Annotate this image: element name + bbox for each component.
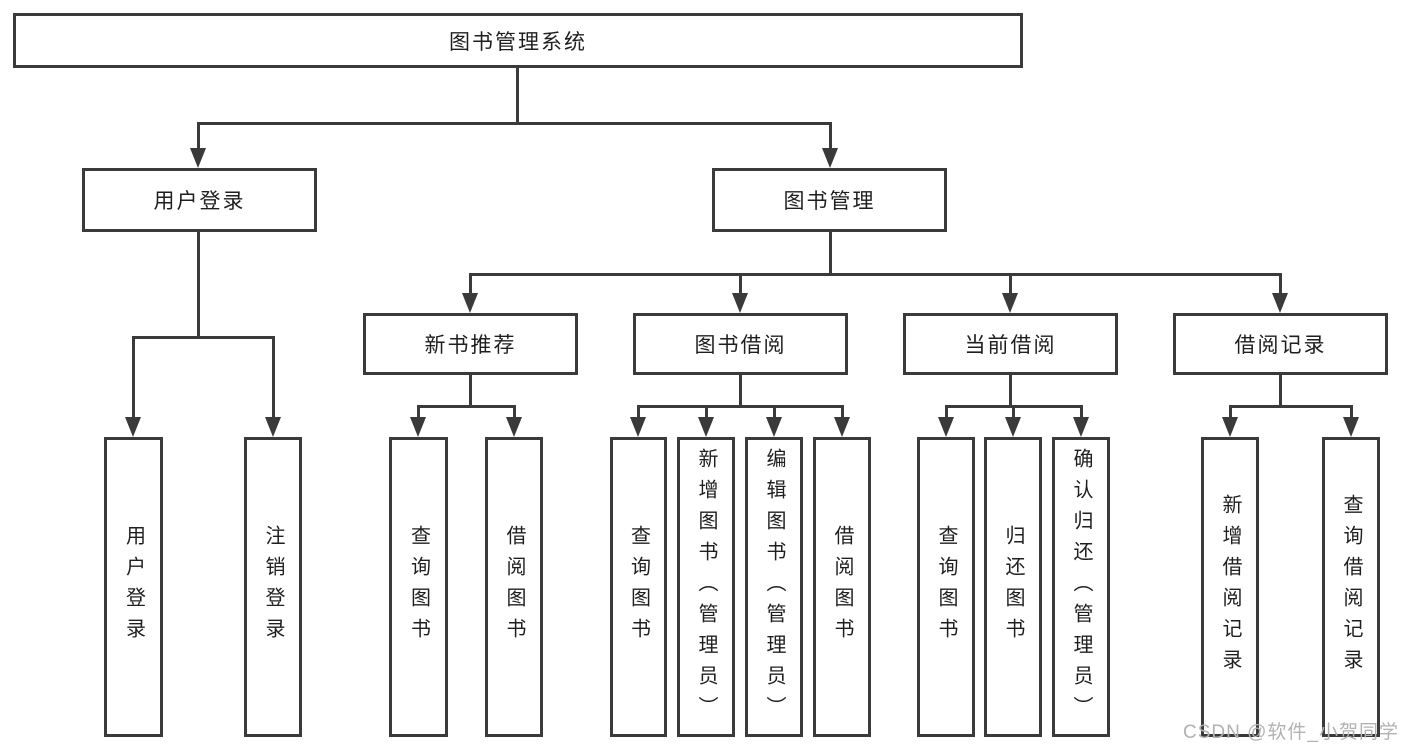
node-root: 图书管理系统 — [13, 13, 1023, 68]
connector-user-login-branch — [133, 336, 274, 339]
leaf-borrow-borrow-books: 借阅图书 — [813, 437, 871, 737]
connector-borrow-records-branch — [1230, 405, 1352, 408]
leaf-label: 查询图书 — [627, 525, 650, 649]
connector-book-borrow-trunk — [739, 375, 742, 405]
connector-book-borrow-branch — [638, 405, 843, 408]
connector-borrow-records-trunk — [1279, 375, 1282, 405]
connector-new-book-rec-trunk — [469, 375, 472, 405]
arrow-down-icon — [630, 417, 646, 437]
node-book-borrow: 图书借阅 — [633, 313, 848, 375]
leaf-borrow-edit-books: 编辑图书（管理员） — [745, 437, 803, 737]
leaf-current-return-books: 归还图书 — [984, 437, 1042, 737]
arrow-down-icon — [506, 417, 522, 437]
arrow-down-icon — [462, 293, 478, 313]
connector-new-book-rec-branch — [418, 405, 515, 408]
arrow-down-icon — [410, 417, 426, 437]
connector-stem-current-borrow — [1009, 273, 1012, 295]
arrow-down-icon — [1272, 293, 1288, 313]
leaf-rec-query-books: 查询图书 — [389, 437, 448, 737]
arrow-down-icon — [834, 417, 850, 437]
leaf-label: 新增图书（管理员） — [695, 447, 717, 727]
connector-root-trunk — [516, 68, 519, 122]
node-new-book-rec: 新书推荐 — [363, 313, 578, 375]
connector-stem-borrow-query — [637, 405, 640, 419]
arrow-down-icon — [732, 293, 748, 313]
connector-stem-records-add — [1229, 405, 1232, 419]
node-book-mgmt: 图书管理 — [712, 168, 947, 232]
connector-stem-login-user-login — [132, 336, 135, 419]
leaf-current-query-books: 查询图书 — [917, 437, 975, 737]
arrow-down-icon — [125, 417, 141, 437]
connector-stem-records-query — [1350, 405, 1353, 419]
connector-current-borrow-trunk — [1009, 375, 1012, 405]
leaf-login-user-login: 用户登录 — [104, 437, 163, 737]
leaf-label: 编辑图书（管理员） — [763, 447, 785, 727]
leaf-records-query-record: 查询借阅记录 — [1322, 437, 1380, 737]
node-user-login: 用户登录 — [82, 168, 317, 232]
arrow-down-icon — [1222, 417, 1238, 437]
leaf-label: 查询借阅记录 — [1340, 494, 1362, 680]
arrow-down-icon — [1002, 293, 1018, 313]
connector-stem-borrow-records — [1279, 273, 1282, 295]
connector-stem-current-query — [945, 405, 948, 419]
connector-stem-current-confirm — [1080, 405, 1083, 419]
connector-stem-borrow-edit — [773, 405, 776, 419]
arrow-down-icon — [265, 417, 281, 437]
node-current-borrow: 当前借阅 — [903, 313, 1118, 375]
leaf-borrow-add-books: 新增图书（管理员） — [677, 437, 735, 737]
arrow-down-icon — [698, 417, 714, 437]
leaf-label: 确认归还（管理员） — [1070, 447, 1092, 727]
connector-stem-borrow-add — [705, 405, 708, 419]
arrow-down-icon — [822, 148, 838, 168]
arrow-down-icon — [190, 148, 206, 168]
arrow-down-icon — [766, 417, 782, 437]
leaf-label: 查询图书 — [407, 525, 430, 649]
connector-stem-book-mgmt — [829, 122, 832, 150]
leaf-login-logout: 注销登录 — [244, 437, 302, 737]
connector-stem-login-logout — [272, 336, 275, 419]
connector-stem-borrow-borrow — [841, 405, 844, 419]
connector-stem-rec-borrow — [513, 405, 516, 419]
leaf-label: 归还图书 — [1002, 525, 1024, 649]
connector-stem-rec-query — [417, 405, 420, 419]
leaf-label: 新增借阅记录 — [1219, 494, 1241, 680]
leaf-current-confirm-return: 确认归还（管理员） — [1052, 437, 1110, 737]
leaf-label: 注销登录 — [262, 525, 284, 649]
arrow-down-icon — [1073, 417, 1089, 437]
connector-book-mgmt-branch — [469, 273, 1282, 276]
leaf-rec-borrow-books: 借阅图书 — [485, 437, 543, 737]
connector-stem-new-book-rec — [469, 273, 472, 295]
leaf-label: 借阅图书 — [503, 525, 525, 649]
connector-stem-current-return — [1012, 405, 1015, 419]
connector-stem-user-login — [197, 122, 200, 150]
arrow-down-icon — [1005, 417, 1021, 437]
leaf-label: 查询图书 — [935, 525, 957, 649]
arrow-down-icon — [1343, 417, 1359, 437]
watermark-text: CSDN @软件_小贺同学 — [1183, 722, 1399, 743]
leaf-label: 用户登录 — [122, 525, 145, 649]
node-borrow-records: 借阅记录 — [1173, 313, 1388, 375]
leaf-borrow-query-books: 查询图书 — [610, 437, 667, 737]
connector-book-mgmt-trunk — [829, 232, 832, 273]
connector-user-login-trunk — [197, 232, 200, 336]
connector-root-branch — [197, 122, 832, 125]
leaf-label: 借阅图书 — [831, 525, 853, 649]
arrow-down-icon — [938, 417, 954, 437]
connector-stem-book-borrow — [739, 273, 742, 295]
leaf-records-add-record: 新增借阅记录 — [1201, 437, 1259, 737]
